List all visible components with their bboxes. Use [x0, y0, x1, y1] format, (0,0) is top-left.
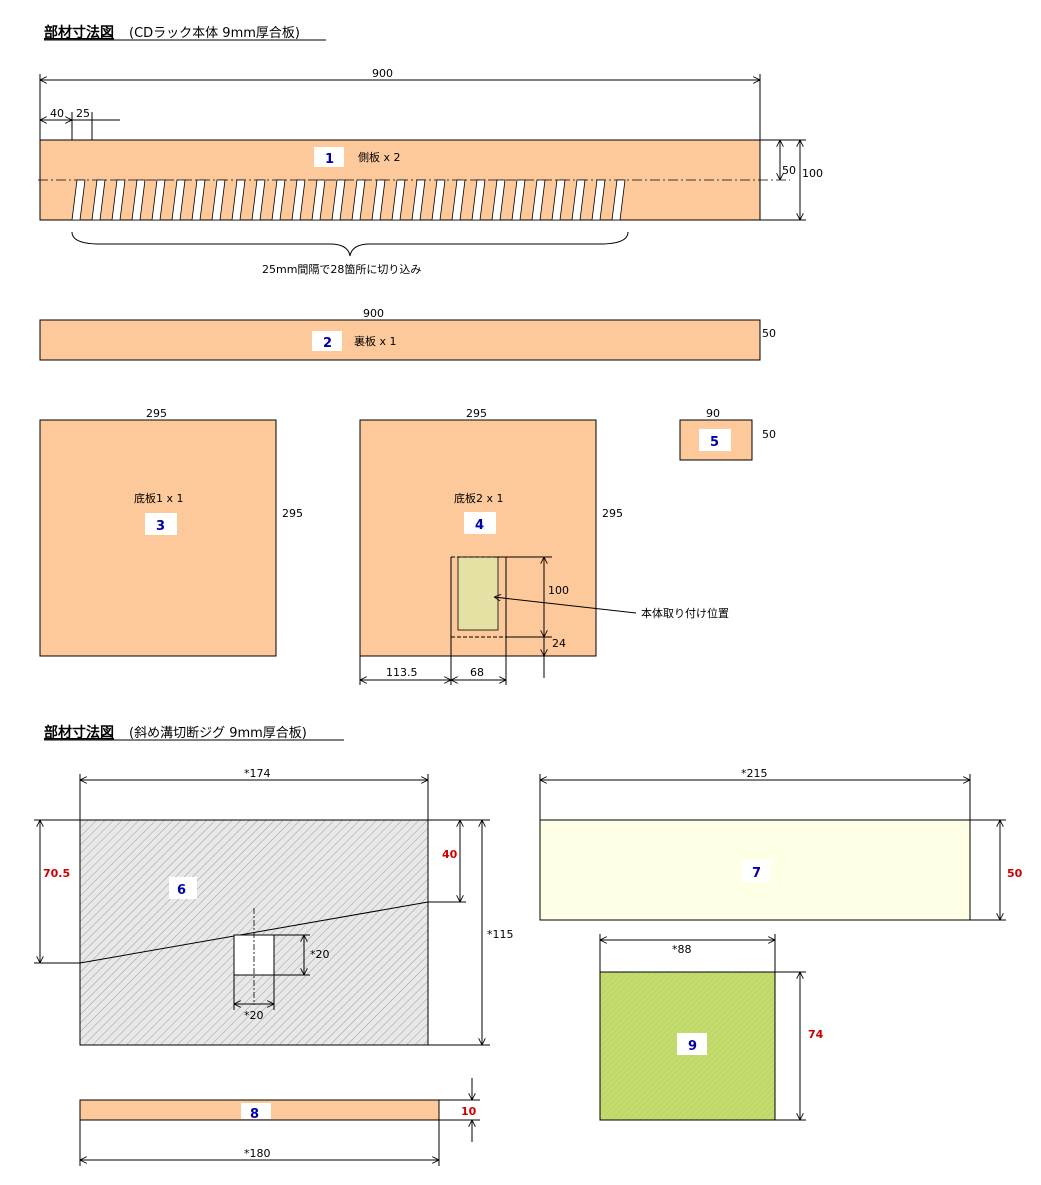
- slot-cut: [451, 179, 466, 221]
- part-5-small-block: 90 50 5: [679, 407, 776, 461]
- slot-cut: [531, 179, 546, 221]
- dim-p2-50: 50: [762, 327, 776, 340]
- slot-cut: [171, 179, 186, 221]
- dim-p3-height: 295: [282, 507, 303, 520]
- slot-cut: [471, 179, 486, 221]
- slot-cut: [191, 179, 206, 221]
- slot-cut: [211, 179, 226, 221]
- part-6-number: 6: [177, 883, 186, 898]
- dim-p8-height: 10: [461, 1105, 477, 1118]
- mount-label: 本体取り付け位置: [641, 606, 729, 620]
- section2-subtitle: (斜め溝切断ジグ 9mm厚合板): [129, 726, 307, 741]
- part-6-jig-base: *174 6 70.5 40 *115 *20 *20: [34, 767, 514, 1046]
- part-3-number: 3: [156, 519, 165, 534]
- dim-p6-left: 70.5: [43, 867, 70, 880]
- slot-cut: [331, 179, 346, 221]
- dim-overall-900: 900: [372, 67, 393, 80]
- slot-cut: [611, 179, 626, 221]
- dim-40: 40: [50, 107, 64, 120]
- dim-mount-100: 100: [548, 584, 569, 597]
- slot-cut: [311, 179, 326, 221]
- slot-cut: [291, 179, 306, 221]
- dim-mount-68: 68: [470, 666, 484, 679]
- slot-cut: [91, 179, 106, 221]
- slot-cut: [131, 179, 146, 221]
- part-9-number: 9: [688, 1039, 697, 1054]
- part-5-number: 5: [710, 435, 719, 450]
- slot-cut: [411, 179, 426, 221]
- part-7-fence: *215 7 50: [539, 767, 1023, 921]
- part-7-number: 7: [752, 866, 761, 881]
- dim-mount-24: 24: [552, 637, 566, 650]
- slot-cut: [571, 179, 586, 221]
- section2-title: 部材寸法図: [44, 724, 114, 741]
- part-2-back-panel: 900 50 2 裏板 x 1: [39, 307, 776, 361]
- dim-mount-113-5: 113.5: [386, 666, 418, 679]
- slot-cuts: [71, 179, 626, 221]
- dim-p7-width: *215: [741, 767, 768, 780]
- dim-p4-width: 295: [466, 407, 487, 420]
- part-4-number: 4: [475, 518, 484, 533]
- slot-cut: [231, 179, 246, 221]
- slot-cut: [391, 179, 406, 221]
- slot-cut: [151, 179, 166, 221]
- slot-cut: [371, 179, 386, 221]
- slot-cut: [71, 179, 86, 221]
- slot-cut: [271, 179, 286, 221]
- part-3-bottom-board-1: 295 295 底板1 x 1 3: [39, 407, 303, 657]
- part-1-number: 1: [325, 152, 334, 167]
- dim-p3-width: 295: [146, 407, 167, 420]
- part-1-side-panel: 900 40 25 1 側板 x 2 50 100 25mm間隔で28箇所に切り…: [38, 67, 823, 276]
- dim-p6-height: *115: [487, 928, 514, 941]
- dim-50: 50: [782, 164, 796, 177]
- dim-p6-width: *174: [244, 767, 271, 780]
- dim-p2-900: 900: [363, 307, 384, 320]
- dim-p5-width: 90: [706, 407, 720, 420]
- dim-slot-width: *20: [244, 1009, 264, 1022]
- dim-p8-width: *180: [244, 1147, 271, 1160]
- slot-cut: [551, 179, 566, 221]
- dim-25: 25: [76, 107, 90, 120]
- dim-p5-height: 50: [762, 428, 776, 441]
- part-3-label: 底板1 x 1: [134, 491, 184, 505]
- part-2-label: 裏板 x 1: [354, 334, 397, 348]
- slot-cut: [351, 179, 366, 221]
- part-2-number: 2: [323, 336, 332, 351]
- dim-slot-height: *20: [310, 948, 330, 961]
- dim-100: 100: [802, 167, 823, 180]
- part-4-bottom-board-2: 295 295 底板2 x 1 4 100 24 113.5 68 本体取り付け…: [359, 407, 729, 685]
- part-8-strip: 8 10 *180: [79, 1078, 480, 1166]
- dim-p9-height: 74: [808, 1028, 824, 1041]
- section1-title: 部材寸法図: [44, 24, 114, 41]
- part-1-label: 側板 x 2: [358, 150, 401, 164]
- slot-cut: [111, 179, 126, 221]
- dim-p7-height: 50: [1007, 867, 1023, 880]
- slot-cut: [591, 179, 606, 221]
- dim-p4-height: 295: [602, 507, 623, 520]
- dim-p9-width: *88: [672, 943, 692, 956]
- part-4-label: 底板2 x 1: [454, 491, 504, 505]
- slot-note: 25mm間隔で28箇所に切り込み: [262, 262, 421, 276]
- slot-cut: [431, 179, 446, 221]
- part-9-block: *88 9 74: [599, 934, 824, 1121]
- slot-cut: [511, 179, 526, 221]
- slot-cut: [251, 179, 266, 221]
- dim-p6-right: 40: [442, 848, 458, 861]
- slot-cut: [491, 179, 506, 221]
- section1-subtitle: (CDラック本体 9mm厚合板): [129, 26, 300, 41]
- part-8-number: 8: [250, 1107, 259, 1122]
